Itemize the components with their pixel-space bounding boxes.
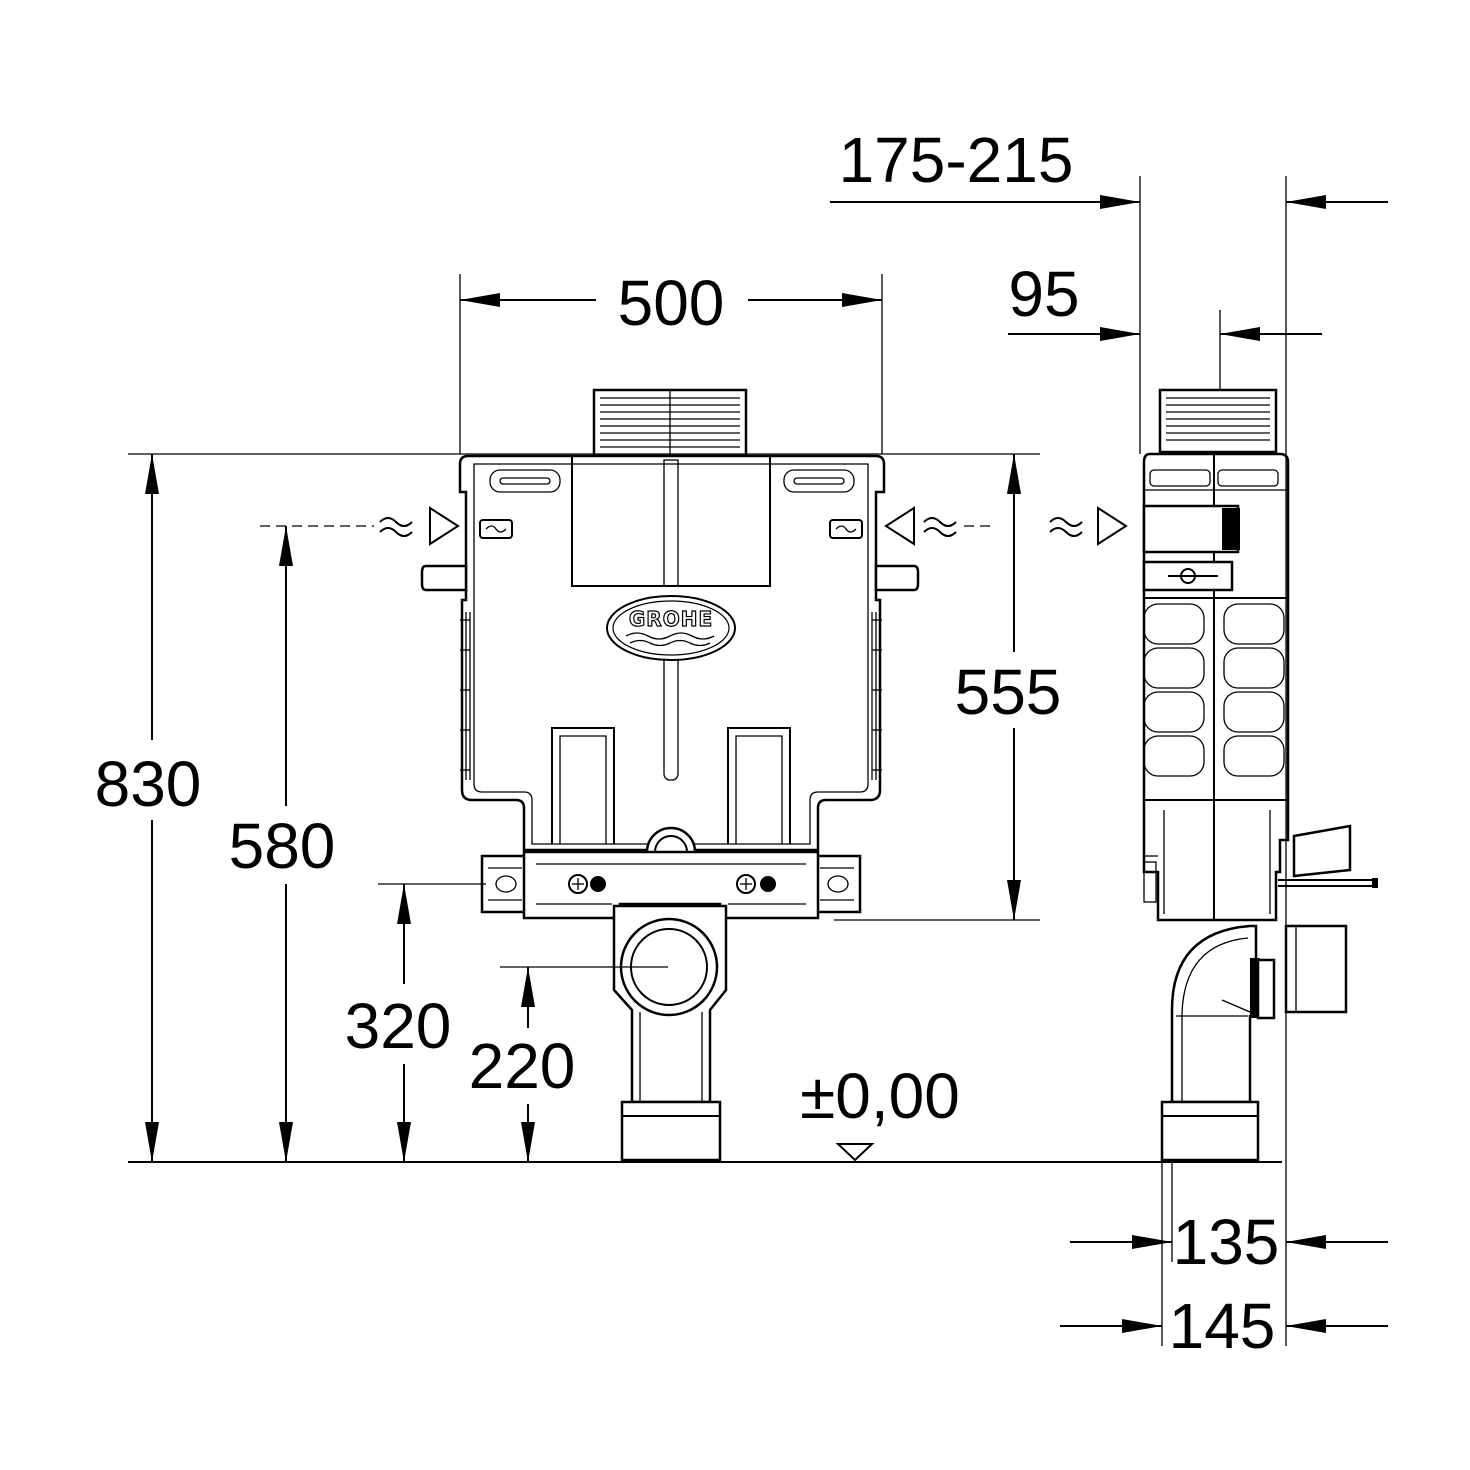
- side-drain-pipe: [1160, 924, 1276, 1162]
- side-cistern-body: [1142, 452, 1290, 922]
- floor-level-icon: [835, 1143, 875, 1162]
- grohe-logo: GROHE: [606, 595, 736, 661]
- dim-drain-height: 220: [469, 1030, 576, 1102]
- water-inlet-side-icon: [1049, 506, 1128, 546]
- top-flush-connector: [592, 388, 748, 458]
- water-inlet-right-icon: [884, 506, 996, 546]
- dim-depth-135: 135: [1173, 1206, 1280, 1278]
- dimension-labels: 500 830 580 555 320 220 ±0,00 175-215 95…: [95, 124, 1280, 1362]
- dim-total-height: 830: [95, 748, 202, 820]
- side-top-connector: [1158, 388, 1278, 454]
- drain-pipe-front: [612, 904, 728, 1162]
- dim-frame-to-bracket: 555: [955, 656, 1062, 728]
- side-actuator-bracket: [1278, 824, 1378, 1014]
- dim-width-front: 500: [618, 267, 725, 339]
- water-inlet-left-icon: [260, 506, 460, 546]
- dim-bracket-height: 320: [345, 990, 452, 1062]
- dim-flush-pipe-offset: 95: [1008, 258, 1079, 330]
- dim-depth-adjustable: 175-215: [839, 124, 1074, 196]
- svg-text:GROHE: GROHE: [629, 607, 713, 631]
- front-view: GROHE: [260, 388, 996, 1162]
- dimension-lines: [128, 176, 1388, 1346]
- side-view: [1049, 388, 1378, 1162]
- floor-level-label: ±0,00: [800, 1060, 960, 1132]
- dim-inlet-height: 580: [229, 810, 336, 882]
- dim-depth-145: 145: [1169, 1290, 1276, 1362]
- cistern-body: [420, 454, 920, 878]
- mounting-bracket: [480, 850, 862, 920]
